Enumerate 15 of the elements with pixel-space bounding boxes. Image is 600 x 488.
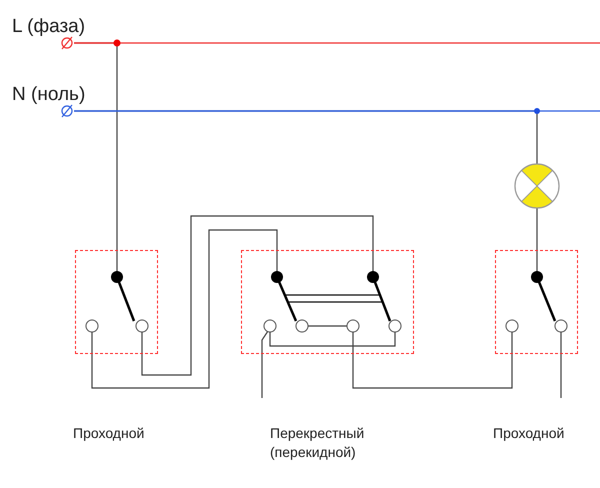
- line-label: L (фаза): [12, 16, 86, 38]
- wire: [560, 354, 562, 398]
- wire: [141, 215, 374, 376]
- switch-housing: [75, 250, 158, 354]
- switch-housing: [241, 250, 414, 354]
- switch-caption: Проходной: [73, 424, 146, 443]
- line-label: N (ноль): [12, 84, 86, 106]
- switch-caption: Проходной: [493, 424, 566, 443]
- lamp-symbol: [514, 163, 560, 209]
- wire: [261, 354, 263, 398]
- switch-housing: [495, 250, 578, 354]
- wire: [536, 208, 538, 250]
- wire: [91, 229, 278, 389]
- wire: [352, 354, 513, 389]
- switch-caption: Перекрестный (перекидной): [270, 424, 366, 462]
